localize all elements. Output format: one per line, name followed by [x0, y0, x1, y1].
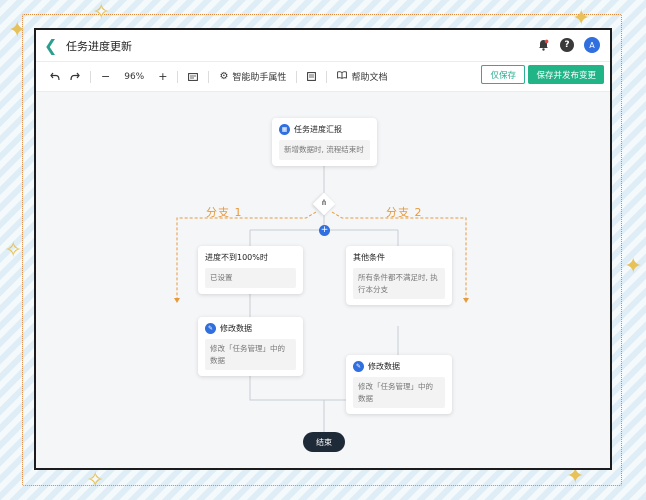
notification-bell-icon[interactable] — [536, 38, 550, 52]
minimap-icon[interactable] — [188, 72, 199, 81]
toolbar-divider — [326, 70, 328, 83]
start-node-desc: 新增数据时, 流程结束时 — [279, 140, 370, 160]
branch-2-condition-node[interactable]: 其他条件 所有条件都不满足时, 执行本分支 — [346, 246, 452, 306]
branch-1-condition-title: 进度不到100%时 — [205, 253, 268, 262]
branch-1-action-title: 修改数据 — [220, 324, 252, 333]
redo-icon[interactable] — [70, 72, 80, 81]
save-publish-button[interactable]: 保存并发布变更 — [528, 65, 604, 84]
gear-icon: ⚙ — [219, 71, 229, 82]
zoom-level: 96% — [124, 71, 145, 82]
branch-2-label: 分支 2 — [386, 206, 423, 219]
log-icon[interactable] — [307, 72, 317, 81]
star-decoration-icon: ✦ — [572, 6, 591, 31]
back-arrow-icon[interactable]: ❮ — [44, 36, 58, 55]
branch-2-action-title: 修改数据 — [368, 362, 400, 371]
star-decoration-icon: ✧ — [4, 238, 23, 263]
branch-1-condition-desc: 已设置 — [205, 268, 296, 288]
start-node-title: 任务进度汇报 — [294, 125, 342, 134]
edit-data-icon: ✎ — [353, 361, 364, 372]
flow-canvas: ▦ 任务进度汇报 新增数据时, 流程结束时 ⋔ 分支 1 分支 2 + 进度不到… — [36, 92, 610, 468]
star-decoration-icon: ✦ — [8, 18, 27, 43]
branch-fork-icon: ⋔ — [320, 198, 328, 207]
branch-1-condition-node[interactable]: 进度不到100%时 已设置 — [198, 246, 303, 294]
add-branch-button[interactable]: + — [319, 225, 330, 236]
branch-2-action-desc: 修改「任务管理」中的数据 — [353, 377, 445, 409]
end-node[interactable]: 结束 — [303, 432, 345, 452]
toolbar-divider — [177, 70, 179, 83]
help-doc-label: 帮助文档 — [351, 73, 388, 83]
page-title: 任务进度更新 — [66, 39, 132, 53]
editor-toolbar: − 96% + ⚙ 智能助手属性 帮助文档 — [36, 62, 610, 92]
branch-2-condition-title: 其他条件 — [353, 253, 385, 262]
branch-2-condition-desc: 所有条件都不满足时, 执行本分支 — [353, 268, 445, 300]
help-doc-button[interactable]: 帮助文档 — [337, 70, 387, 83]
toolbar-divider — [90, 70, 91, 83]
branch-2-action-node[interactable]: ✎ 修改数据 修改「任务管理」中的数据 — [346, 355, 452, 415]
star-decoration-icon: ✧ — [92, 0, 111, 25]
branch-1-action-desc: 修改「任务管理」中的数据 — [205, 339, 296, 371]
star-decoration-icon: ✦ — [624, 254, 643, 279]
assistant-settings-label: 智能助手属性 — [232, 73, 287, 83]
app-header: ❮ 任务进度更新 ? A — [36, 30, 610, 62]
edit-data-icon: ✎ — [205, 323, 216, 334]
toolbar-divider — [296, 70, 298, 83]
header-actions: ? A — [536, 37, 600, 53]
save-only-button[interactable]: 仅保存 — [481, 65, 525, 84]
star-decoration-icon: ✦ — [566, 464, 585, 489]
branch-1-label: 分支 1 — [206, 206, 243, 219]
toolbar-divider — [208, 70, 210, 83]
help-icon[interactable]: ? — [560, 38, 574, 52]
undo-icon[interactable] — [50, 72, 60, 81]
trigger-icon: ▦ — [279, 124, 290, 135]
zoom-out-icon[interactable]: − — [101, 70, 111, 83]
start-node[interactable]: ▦ 任务进度汇报 新增数据时, 流程结束时 — [272, 118, 377, 166]
app-window: ❮ 任务进度更新 ? A − 96% + ⚙ 智能助手属性 — [34, 28, 612, 470]
branch-1-action-node[interactable]: ✎ 修改数据 修改「任务管理」中的数据 — [198, 317, 303, 377]
assistant-settings-button[interactable]: ⚙ 智能助手属性 — [219, 70, 286, 83]
star-decoration-icon: ✧ — [86, 468, 105, 493]
zoom-in-icon[interactable]: + — [158, 70, 168, 83]
avatar[interactable]: A — [584, 37, 600, 53]
book-icon — [337, 71, 348, 82]
